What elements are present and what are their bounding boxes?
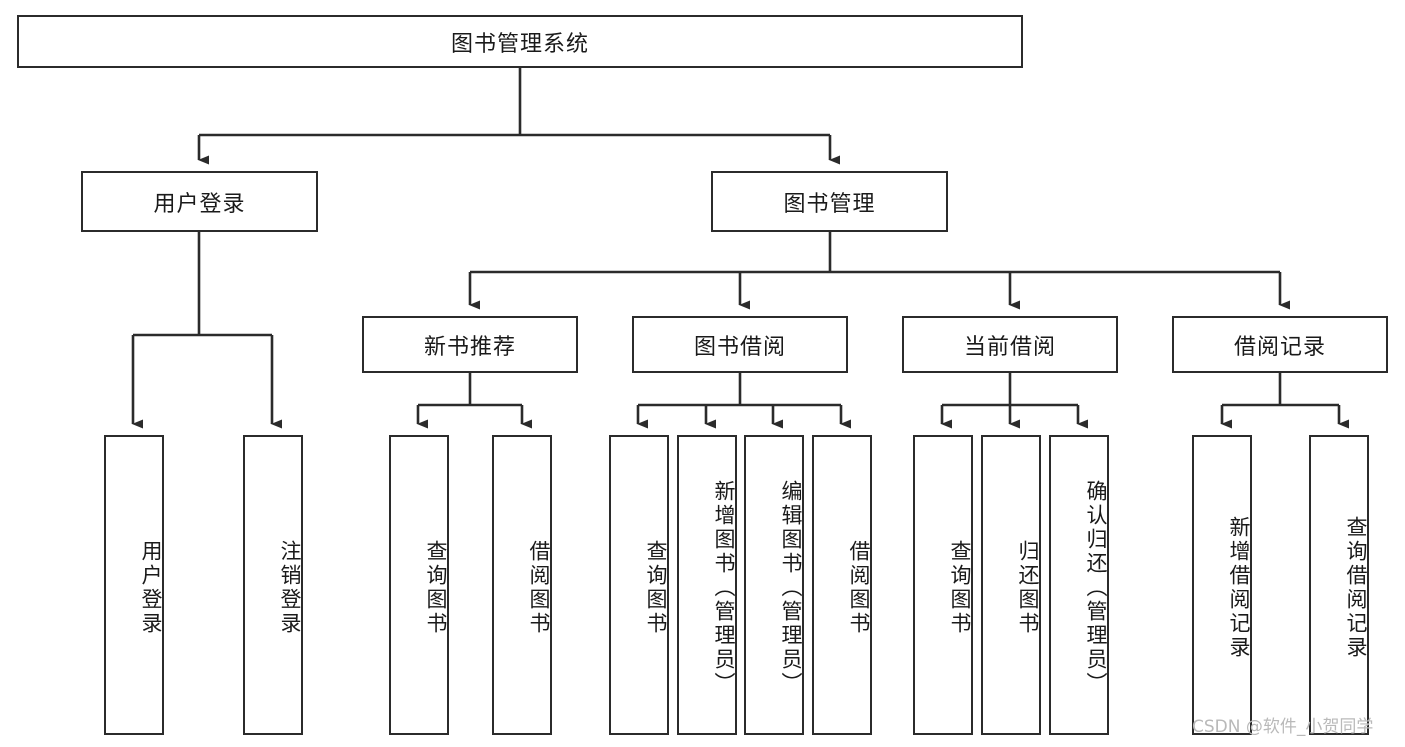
node-label: 编辑图书（管理员）: [779, 480, 803, 696]
connector-group-borrow-record: [1220, 373, 1349, 429]
node-label: 借阅图书: [527, 540, 551, 636]
leaf-newbook-query-book[interactable]: 查询图书: [389, 435, 449, 735]
node-borrow-record[interactable]: 借阅记录: [1172, 316, 1388, 373]
node-label: 查询图书: [948, 540, 972, 636]
node-label: 查询图书: [644, 540, 668, 636]
leaf-borrow-query-book[interactable]: 查询图书: [609, 435, 669, 735]
connector-group-new-book: [416, 373, 532, 429]
node-label: 借阅图书: [847, 540, 871, 636]
node-label: 注销登录: [278, 540, 302, 636]
node-label: 图书管理: [783, 191, 876, 217]
node-label: 图书借阅: [693, 334, 786, 360]
node-label: 归还图书: [1016, 540, 1040, 636]
connector-group-current-borrow: [940, 373, 1088, 429]
leaf-borrow-edit-book-admin[interactable]: 编辑图书（管理员）: [744, 435, 804, 735]
node-book-management[interactable]: 图书管理: [711, 171, 948, 232]
node-label: 新书推荐: [423, 334, 516, 360]
node-label: 当前借阅: [963, 334, 1056, 360]
node-label: 新增图书（管理员）: [712, 480, 736, 696]
node-label: 确认归还（管理员）: [1084, 480, 1108, 696]
connector-group-book-borrow: [636, 373, 851, 429]
leaf-record-query-borrow-record[interactable]: 查询借阅记录: [1309, 435, 1369, 735]
node-current-borrow[interactable]: 当前借阅: [902, 316, 1118, 373]
leaf-user-logout[interactable]: 注销登录: [243, 435, 303, 735]
node-user-login[interactable]: 用户登录: [81, 171, 318, 232]
node-label: 查询借阅记录: [1344, 516, 1368, 660]
node-new-book-recommend[interactable]: 新书推荐: [362, 316, 578, 373]
node-root-system[interactable]: 图书管理系统: [17, 15, 1023, 68]
leaf-borrow-add-book-admin[interactable]: 新增图书（管理员）: [677, 435, 737, 735]
leaf-current-query-book[interactable]: 查询图书: [913, 435, 973, 735]
node-label: 查询图书: [424, 540, 448, 636]
leaf-newbook-borrow-book[interactable]: 借阅图书: [492, 435, 552, 735]
leaf-current-confirm-return-admin[interactable]: 确认归还（管理员）: [1049, 435, 1109, 735]
node-label: 用户登录: [139, 540, 163, 636]
node-label: 图书管理系统: [450, 31, 589, 57]
node-label: 用户登录: [153, 191, 246, 217]
leaf-record-add-borrow-record[interactable]: 新增借阅记录: [1192, 435, 1252, 735]
node-label: 新增借阅记录: [1227, 516, 1251, 660]
node-book-borrow[interactable]: 图书借阅: [632, 316, 848, 373]
leaf-user-login[interactable]: 用户登录: [104, 435, 164, 735]
leaf-current-return-book[interactable]: 归还图书: [981, 435, 1041, 735]
connector-group-user-login: [131, 232, 282, 429]
connector-group-root: [197, 68, 840, 165]
connector-group-book-manage: [468, 232, 1290, 310]
leaf-borrow-borrow-book[interactable]: 借阅图书: [812, 435, 872, 735]
node-label: 借阅记录: [1233, 334, 1326, 360]
